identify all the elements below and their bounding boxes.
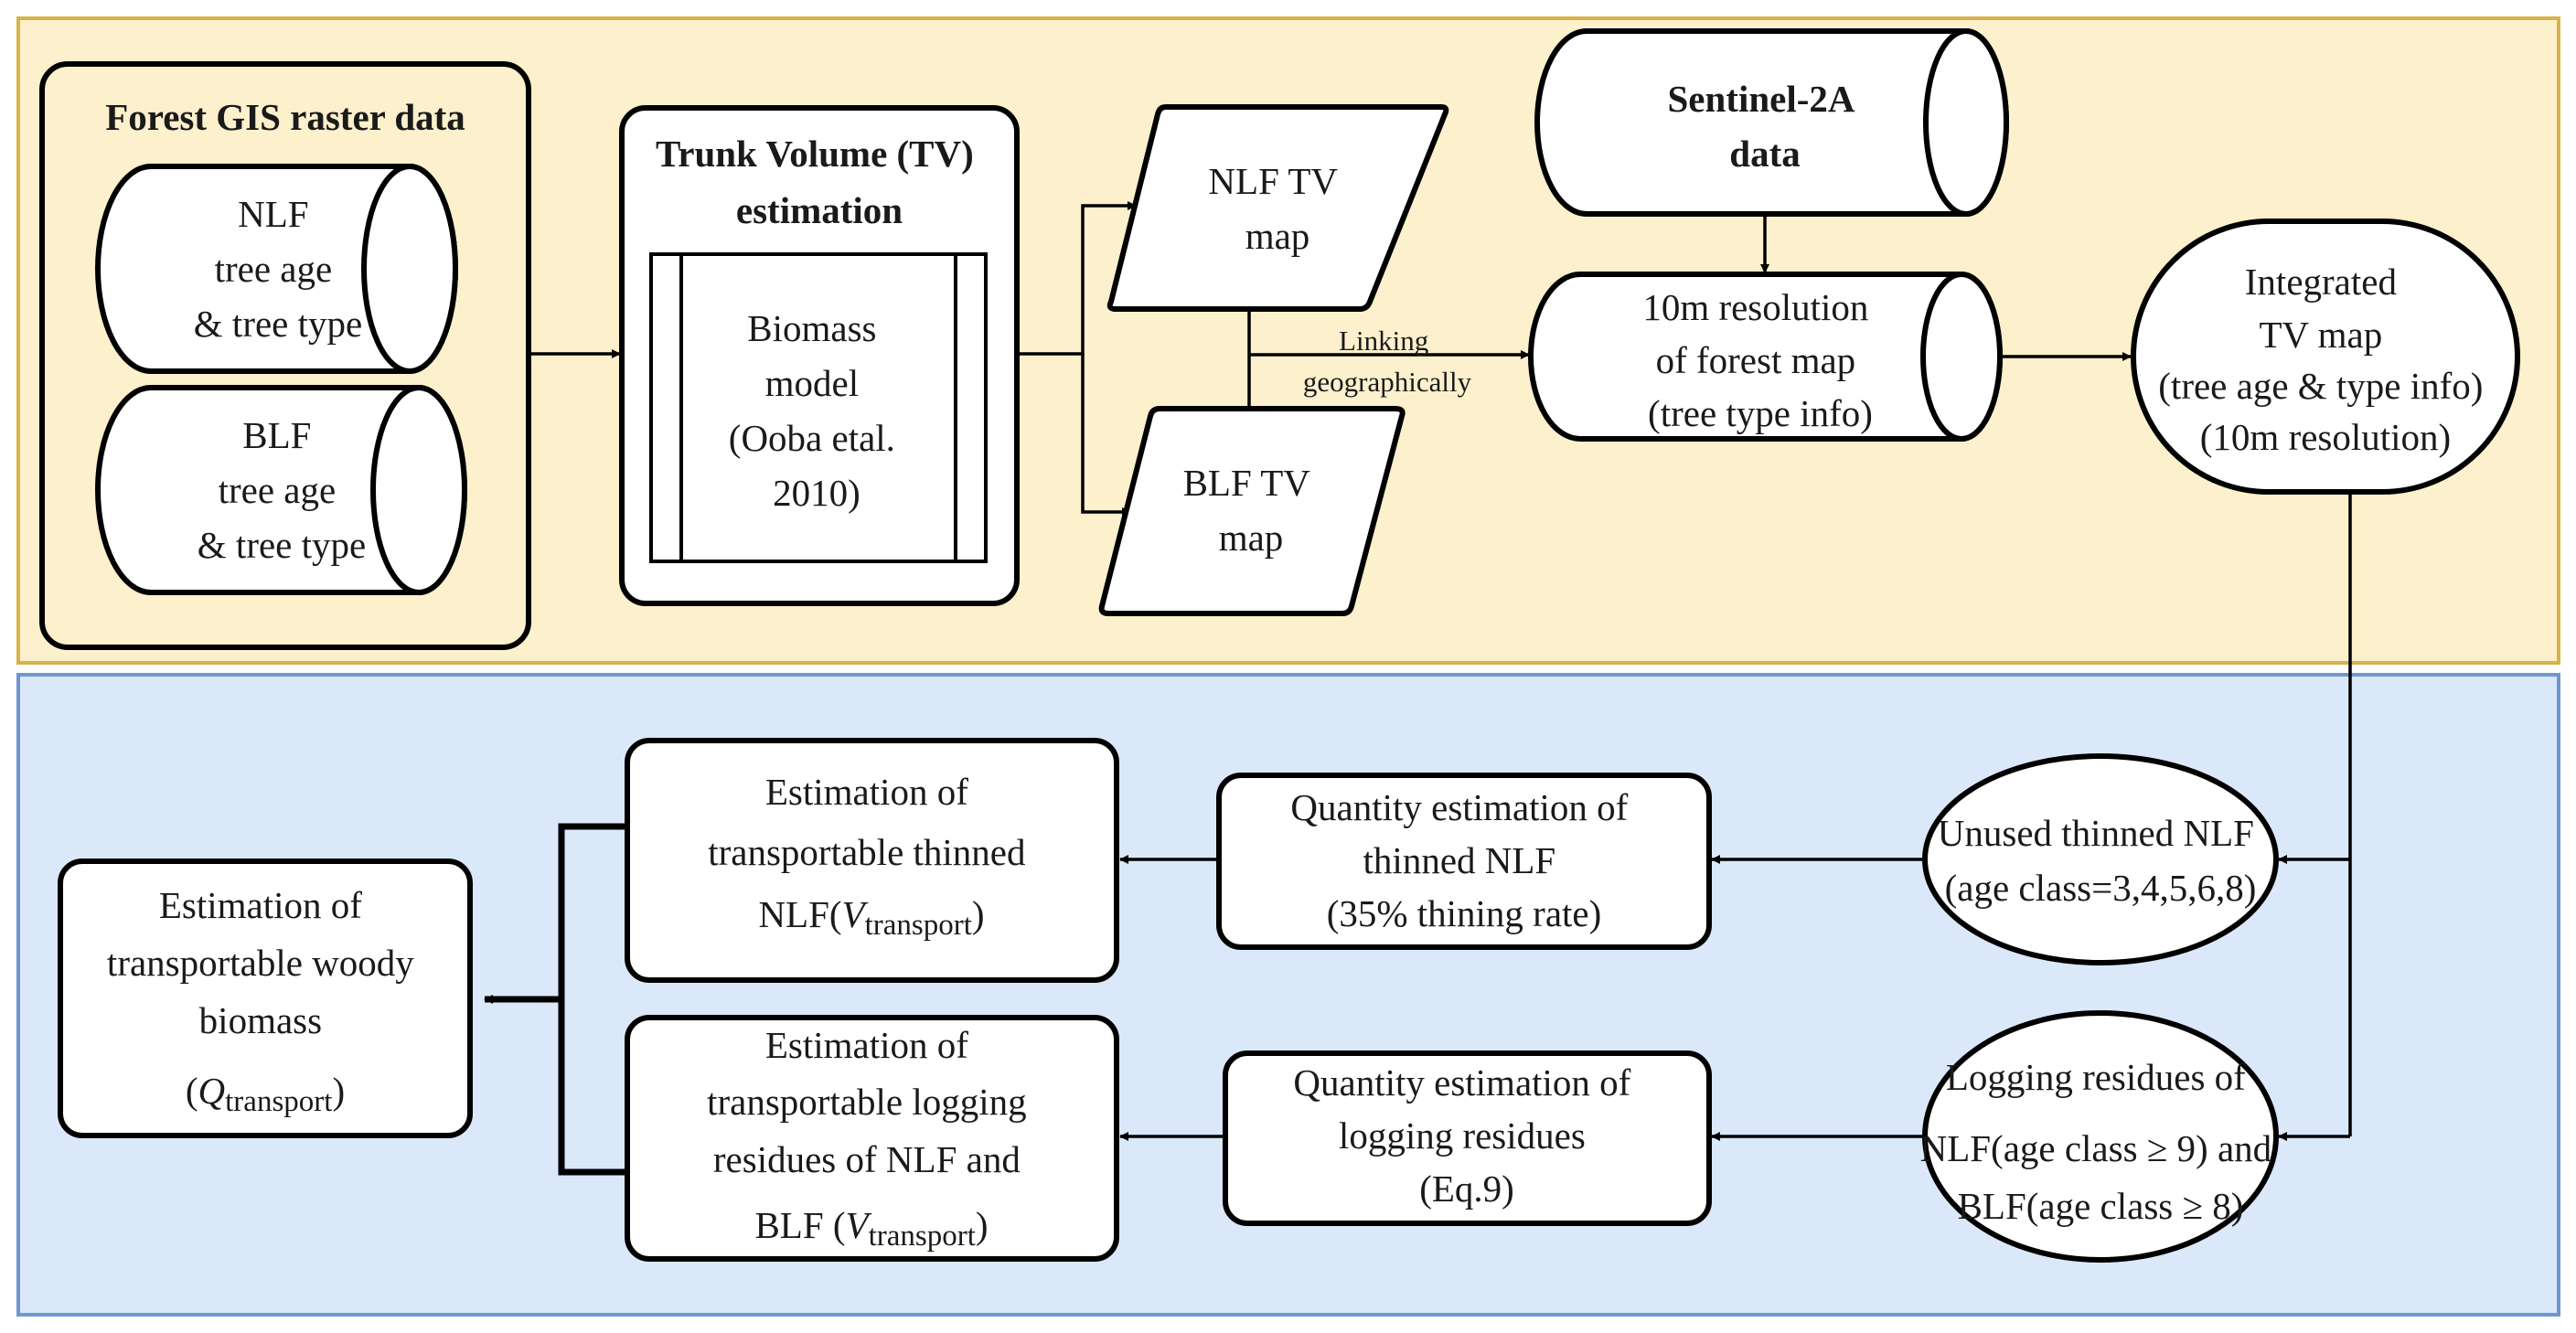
linking-connector: Linking geographically <box>1247 309 1530 409</box>
logging-residues-source: Logging residues of NLF(age class ≥ 9) a… <box>1920 1010 2282 1263</box>
linking-label: Linking geographically <box>1303 325 1472 398</box>
estimation-woody-label: Estimation of transportable woody biomas… <box>107 884 423 1118</box>
estimation-transportable-woody: Estimation of transportable woody biomas… <box>58 858 473 1138</box>
nlf-tv-map: NLF TV map <box>1106 104 1449 312</box>
estimation-transportable-logging: Estimation of transportable logging resi… <box>625 1015 1119 1262</box>
biomass-model-label: Biomass model (Ooba etal. 2010) <box>729 307 904 514</box>
unused-thinned-nlf: Unused thinned NLF (age class=3,4,5,6,8) <box>1922 753 2279 965</box>
forest-gis-group: Forest GIS raster data NLF tree age & tr… <box>39 61 531 650</box>
sentinel-data-cylinder: Sentinel-2A data <box>1534 28 2009 217</box>
unused-thinned-nlf-label: Unused thinned NLF (age class=3,4,5,6,8) <box>1938 812 2263 909</box>
integrated-tv-map: Integrated TV map (tree age & type info)… <box>2131 219 2520 495</box>
blf-tv-map: BLF TV map <box>1098 406 1406 616</box>
forest-gis-title: Forest GIS raster data <box>105 96 465 138</box>
logging-residues-label: Logging residues of NLF(age class ≥ 9) a… <box>1920 1056 2282 1227</box>
blf-data-cylinder: BLF tree age & tree type <box>95 385 467 595</box>
quantity-logging-residues: Quantity estimation of logging residues … <box>1223 1050 1712 1226</box>
blf-tv-map-label: BLF TV map <box>1183 462 1320 559</box>
estimation-thinned-label: Estimation of transportable thinned NLF(… <box>708 771 1035 942</box>
forest-map-label: 10m resolution of forest map (tree type … <box>1642 286 1877 434</box>
blf-data-label: BLF tree age & tree type <box>198 414 366 566</box>
merge-connector <box>484 823 625 1176</box>
quantity-thinned-nlf: Quantity estimation of thinned NLF (35% … <box>1216 773 1712 950</box>
nlf-tv-map-label: NLF TV map <box>1208 160 1346 257</box>
arrow-tv-to-maps <box>1019 201 1137 517</box>
forest-map-cylinder: 10m resolution of forest map (tree type … <box>1528 272 2003 442</box>
nlf-data-label: NLF tree age & tree type <box>194 193 362 345</box>
nlf-data-cylinder: NLF tree age & tree type <box>95 164 458 374</box>
tv-estimation-title: Trunk Volume (TV) estimation <box>656 133 983 231</box>
estimation-transportable-thinned: Estimation of transportable thinned NLF(… <box>625 738 1119 983</box>
sentinel-label: Sentinel-2A data <box>1668 78 1863 175</box>
quantity-thinned-nlf-label: Quantity estimation of thinned NLF (35% … <box>1290 786 1637 934</box>
estimation-logging-label: Estimation of transportable logging resi… <box>707 1024 1036 1253</box>
integrated-tv-map-label: Integrated TV map (tree age & type info)… <box>2158 261 2492 458</box>
tv-estimation-box: Trunk Volume (TV) estimation Biomass mod… <box>619 105 1020 606</box>
connector-integrated-to-sources <box>2278 494 2352 1141</box>
quantity-logging-residues-label: Quantity estimation of logging residues … <box>1293 1061 1640 1210</box>
